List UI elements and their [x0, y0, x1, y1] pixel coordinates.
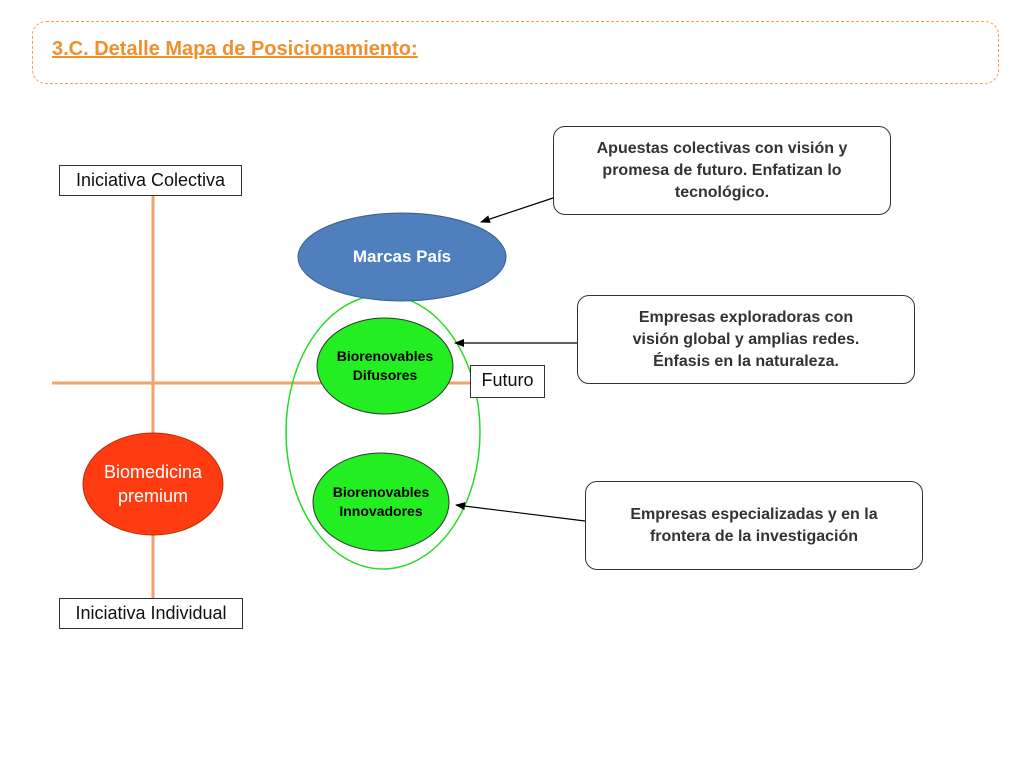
biomedicina-premium-label: Biomedicina premium	[103, 462, 203, 506]
marcas-callout-arrow	[480, 197, 554, 223]
biorenovables-innovadores-ellipse	[312, 452, 450, 552]
marcas-pais-label: Marcas País	[352, 247, 452, 266]
callout-biorenovables-difusores: Empresas exploradoras con visión global …	[577, 295, 915, 384]
axis-label-iniciativa-individual: Iniciativa Individual	[59, 598, 243, 629]
page-title: 3.C. Detalle Mapa de Posicionamiento:	[52, 38, 418, 60]
biorenovables-difusores-label: Biorenovables Difusores	[336, 348, 434, 383]
biomedicina-premium-ellipse	[82, 432, 224, 536]
callout-marcas-pais: Apuestas colectivas con visión y promesa…	[553, 126, 891, 215]
marcas-pais-ellipse	[297, 212, 507, 302]
callout-biorenovables-innovadores: Empresas especializadas y en la frontera…	[585, 481, 923, 570]
biorenovables-innovadores-label: Biorenovables Innovadores	[332, 484, 430, 519]
axis-label-iniciativa-colectiva: Iniciativa Colectiva	[59, 165, 242, 196]
axis-label-futuro: Futuro	[470, 365, 545, 398]
header-box	[32, 21, 999, 84]
biorenovables-difusores-ellipse	[316, 317, 454, 415]
innovadores-callout-arrow	[455, 502, 586, 522]
